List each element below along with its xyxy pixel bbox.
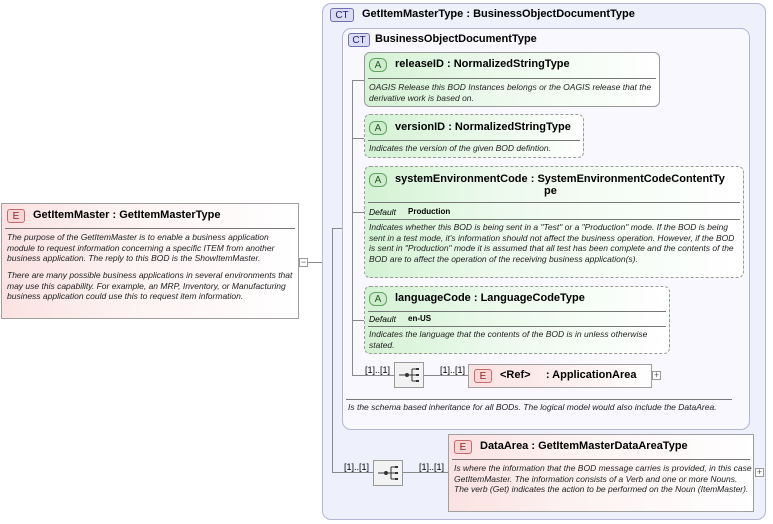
element-title: <Ref> : ApplicationArea	[500, 369, 637, 381]
attribute-versionid[interactable]	[364, 114, 584, 158]
sequence-compositor[interactable]	[373, 460, 403, 486]
sequence-icon	[399, 368, 419, 382]
connector-line	[308, 262, 322, 263]
outer-type-title: GetItemMasterType : BusinessObjectDocume…	[362, 8, 635, 20]
default-label: Default	[369, 314, 396, 324]
attribute-badge-icon: A	[369, 292, 387, 306]
divider	[368, 202, 740, 203]
complex-type-badge-icon: CT	[348, 33, 370, 47]
attribute-languagecode[interactable]	[364, 286, 670, 354]
complex-type-badge-icon: CT	[330, 8, 354, 22]
expand-plus-icon[interactable]: +	[755, 467, 764, 477]
divider	[368, 219, 740, 220]
element-dataarea[interactable]	[448, 434, 754, 512]
divider	[5, 228, 295, 229]
attribute-badge-icon: A	[369, 121, 387, 135]
attribute-doc: Indicates the language that the contents…	[369, 329, 648, 350]
divider	[346, 399, 732, 400]
connector-line	[352, 320, 364, 321]
cardinality-label: [1]..[1]	[365, 365, 391, 375]
root-element-title: GetItemMaster : GetItemMasterType	[33, 209, 221, 221]
attribute-doc: OAGIS Release this BOD Instances belongs…	[369, 82, 652, 103]
cardinality-label: [1]..[1]	[419, 462, 445, 472]
sequence-icon	[378, 466, 398, 480]
divider	[368, 311, 666, 312]
element-doc: Is where the information that the BOD me…	[454, 463, 752, 494]
connector-line	[352, 80, 364, 81]
attribute-title: systemEnvironmentCode : SystemEnvironmen…	[395, 173, 725, 185]
divider	[368, 140, 580, 141]
root-element-doc: The purpose of the GetItemMaster is to e…	[7, 232, 275, 263]
sequence-compositor[interactable]	[394, 362, 424, 388]
element-applicationarea[interactable]	[468, 364, 652, 388]
outer-type-name: GetItemMasterType	[362, 8, 464, 20]
default-value: Production	[408, 207, 451, 216]
element-badge-icon: E	[454, 440, 472, 454]
collapse-minus-icon[interactable]: −	[299, 257, 308, 267]
attribute-releaseid[interactable]	[364, 52, 660, 107]
attribute-badge-icon: A	[369, 58, 387, 72]
attribute-type-continued: pe	[544, 185, 557, 197]
default-value: en-US	[408, 314, 432, 323]
inner-type-doc: Is the schema based inheritance for all …	[348, 402, 717, 412]
divider	[452, 459, 750, 460]
inner-type-title: BusinessObjectDocumentType	[375, 33, 537, 45]
connector-line	[403, 472, 448, 473]
connector-line	[332, 472, 374, 473]
connector-line	[332, 228, 342, 229]
divider	[368, 326, 666, 327]
attribute-title: versionID : NormalizedStringType	[395, 121, 571, 133]
connector-line	[352, 375, 394, 376]
connector-line	[352, 138, 364, 139]
connector-line	[352, 80, 353, 375]
element-badge-icon: E	[474, 369, 492, 383]
cardinality-label: [1]..[1]	[344, 462, 370, 472]
attribute-title: languageCode : LanguageCodeType	[395, 292, 585, 304]
element-badge-icon: E	[7, 209, 25, 223]
attribute-badge-icon: A	[369, 173, 387, 187]
root-element-getitemmaster[interactable]	[1, 203, 299, 319]
cardinality-label: [1]..[1]	[440, 365, 466, 375]
connector-line	[424, 375, 468, 376]
expand-plus-icon[interactable]: +	[652, 370, 661, 380]
element-title: DataArea : GetItemMasterDataAreaType	[480, 440, 688, 452]
root-element-doc: There are many possible business applica…	[7, 270, 293, 301]
default-label: Default	[369, 207, 396, 217]
attribute-systemenvironmentcode[interactable]	[364, 166, 744, 278]
divider	[368, 78, 656, 79]
attribute-title: releaseID : NormalizedStringType	[395, 58, 570, 70]
attribute-doc: Indicates the version of the given BOD d…	[369, 143, 551, 153]
outer-type-base: BusinessObjectDocumentType	[473, 8, 635, 20]
connector-line	[352, 212, 364, 213]
connector-line	[332, 228, 333, 473]
attribute-doc: Indicates whether this BOD is being sent…	[369, 222, 735, 264]
